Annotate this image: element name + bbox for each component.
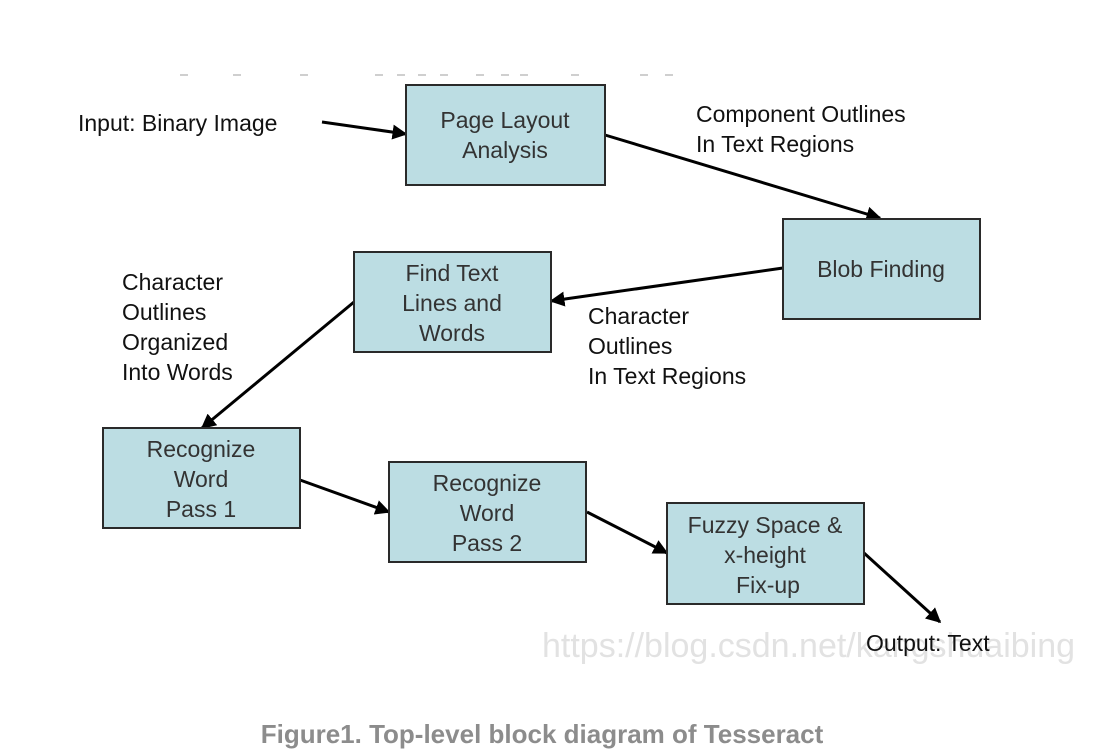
- label-character-outlines-regions: Character Outlines In Text Regions: [588, 303, 746, 389]
- node-recognize-word-pass-1: Recognize Word Pass 1: [102, 427, 301, 529]
- arrow-find-text-to-pass-1: [200, 300, 355, 430]
- node-blob-finding: Blob Finding: [782, 218, 981, 320]
- label-line: Into Words: [122, 359, 233, 385]
- node-line: Pass 1: [166, 496, 236, 522]
- label-component-outlines: Component Outlines In Text Regions: [696, 101, 906, 157]
- label-output: Output: Text: [866, 630, 990, 656]
- node-line: Word: [460, 500, 515, 526]
- watermark: https://blog.csdn.net/kangshuaibing: [542, 627, 1075, 665]
- node-line: Blob Finding: [817, 256, 945, 282]
- node-fuzzy-space-x-height-fix-up: Fuzzy Space & x-height Fix-up: [666, 502, 865, 605]
- label-line: Organized: [122, 329, 228, 355]
- arrow-fuzzy-space-to-output: [862, 551, 942, 624]
- node-line: x-height: [724, 542, 806, 568]
- arrow-pass-1-to-pass-2: [299, 478, 391, 515]
- arrow-blob-finding-to-find-text: [549, 266, 784, 307]
- node-line: Page Layout: [440, 107, 570, 133]
- node-page-layout-analysis: Page Layout Analysis: [405, 84, 606, 186]
- node-line: Words: [419, 320, 485, 346]
- label-input: Input: Binary Image: [78, 110, 277, 136]
- label-line: Character: [122, 269, 223, 295]
- figure-caption: Figure1. Top-level block diagram of Tess…: [261, 719, 824, 749]
- label-line: Character: [588, 303, 689, 329]
- label-line: Outlines: [122, 299, 206, 325]
- label-line: Input: Binary Image: [78, 110, 277, 136]
- label-line: Component Outlines: [696, 101, 906, 127]
- arrow-input-to-page-layout: [321, 120, 408, 140]
- node-line: Find Text: [406, 260, 500, 286]
- arrow-pass-2-to-fuzzy-space: [586, 510, 669, 555]
- label-line: In Text Regions: [696, 131, 854, 157]
- node-find-text-lines-and-words: Find Text Lines and Words: [353, 251, 552, 353]
- node-line: Analysis: [462, 137, 548, 163]
- node-line: Fuzzy Space &: [688, 512, 843, 538]
- node-line: Recognize: [433, 470, 542, 496]
- label-line: Outlines: [588, 333, 672, 359]
- node-line: Recognize: [147, 436, 256, 462]
- label-line: Output: Text: [866, 630, 990, 656]
- node-line: Pass 2: [452, 530, 522, 556]
- label-character-outlines-words: Character Outlines Organized Into Words: [122, 269, 233, 385]
- node-line: Lines and: [402, 290, 502, 316]
- node-line: Word: [174, 466, 229, 492]
- arrow-page-layout-to-blob-finding: [604, 133, 882, 222]
- node-line: Fix-up: [736, 572, 800, 598]
- node-recognize-word-pass-2: Recognize Word Pass 2: [388, 461, 587, 563]
- label-line: In Text Regions: [588, 363, 746, 389]
